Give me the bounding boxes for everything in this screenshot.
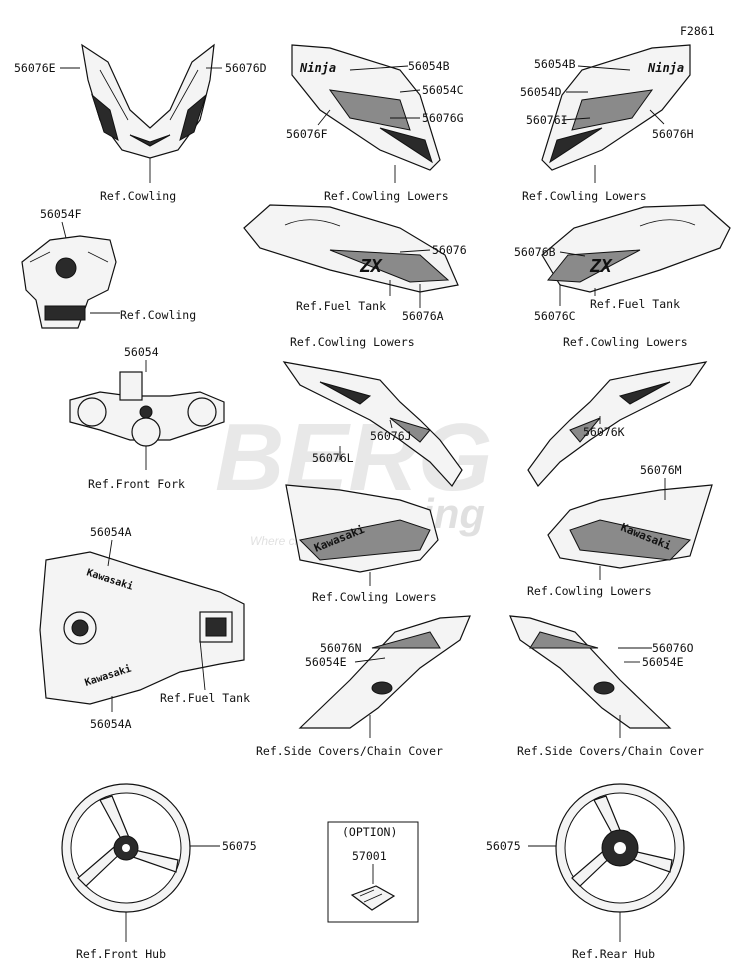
side-cover-right	[509, 615, 672, 729]
fuel-tank-cover-right: ZX	[541, 204, 731, 293]
label-56075-left: 56075	[222, 839, 257, 853]
label-56075-right: 56075	[486, 839, 521, 853]
ref-side-covers-2: Ref.Side Covers/Chain Cover	[517, 744, 704, 758]
rear-wheel	[555, 783, 685, 913]
decal-zx-right: ZX	[589, 256, 613, 277]
inner-cowling	[21, 235, 117, 329]
cowling-lower-left-mid	[282, 361, 463, 487]
label-56054B-left: 56054B	[408, 59, 450, 73]
label-56076L: 56076L	[312, 451, 354, 465]
label-56054E-right: 56054E	[642, 655, 684, 669]
fuel-tank: Kawasaki Kawasaki	[39, 551, 245, 705]
front-wheel	[61, 783, 191, 913]
label-56076E: 56076E	[14, 61, 56, 75]
cowling-lower-right-top: Ninja	[541, 44, 691, 171]
ref-side-covers-1: Ref.Side Covers/Chain Cover	[256, 744, 443, 758]
ref-fuel-tank-1: Ref.Fuel Tank	[296, 299, 386, 313]
label-56076I: 56076I	[526, 113, 568, 127]
belly-pan-right: Kawasaki	[547, 484, 713, 569]
decal-ninja-left: Ninja	[299, 61, 336, 75]
label-56054D: 56054D	[520, 85, 562, 99]
ref-fuel-tank-3: Ref.Fuel Tank	[160, 691, 250, 705]
fuel-tank-cover-left: ZX	[243, 204, 459, 293]
label-56076D: 56076D	[225, 61, 267, 75]
decal-ninja-right: Ninja	[647, 61, 684, 75]
ref-rear-hub: Ref.Rear Hub	[572, 947, 655, 961]
label-56054A-bottom: 56054A	[90, 717, 132, 731]
ref-fuel-tank-2: Ref.Fuel Tank	[590, 297, 680, 311]
label-56076G: 56076G	[422, 111, 464, 125]
ref-front-fork: Ref.Front Fork	[88, 477, 185, 491]
label-56076O: 56076O	[652, 641, 694, 655]
ref-cowling-lowers-4: Ref.Cowling Lowers	[563, 335, 688, 349]
label-56076J: 56076J	[370, 429, 412, 443]
ref-cowling-upper: Ref.Cowling	[100, 189, 176, 203]
label-56076A: 56076A	[402, 309, 444, 323]
side-cover-left	[298, 615, 471, 729]
upper-cowling	[81, 43, 215, 159]
option-box: (OPTION) 57001	[327, 821, 419, 923]
label-56054B-right: 56054B	[534, 57, 576, 71]
label-56076C: 56076C	[534, 309, 576, 323]
ref-front-hub: Ref.Front Hub	[76, 947, 166, 961]
cowling-lower-left-top: Ninja	[291, 44, 441, 171]
label-56054E-left: 56054E	[305, 655, 347, 669]
label-56076K: 56076K	[583, 425, 625, 439]
label-56054: 56054	[124, 345, 159, 359]
label-56076M: 56076M	[640, 463, 682, 477]
label-56054C: 56054C	[422, 83, 464, 97]
label-56054F: 56054F	[40, 207, 82, 221]
ref-cowling-lowers-5: Ref.Cowling Lowers	[312, 590, 437, 604]
figure-code: F2861	[680, 24, 715, 38]
option-label: (OPTION)	[342, 825, 397, 839]
decal-zx-left: ZX	[359, 256, 383, 277]
ref-cowling-lowers-6: Ref.Cowling Lowers	[527, 584, 652, 598]
ref-cowling-inner: Ref.Cowling	[120, 308, 196, 322]
label-56076H: 56076H	[652, 127, 694, 141]
label-56076: 56076	[432, 243, 467, 257]
cowling-lower-right-mid	[527, 361, 708, 487]
ref-cowling-lowers-3: Ref.Cowling Lowers	[290, 335, 415, 349]
ref-cowling-lowers-1: Ref.Cowling Lowers	[324, 189, 449, 203]
label-56076B: 56076B	[514, 245, 556, 259]
label-56076F: 56076F	[286, 127, 328, 141]
label-56054A-top: 56054A	[90, 525, 132, 539]
belly-pan-left: Kawasaki	[285, 484, 439, 573]
label-56076N: 56076N	[320, 641, 362, 655]
label-57001: 57001	[352, 849, 387, 863]
top-bridge	[69, 371, 225, 447]
ref-cowling-lowers-2: Ref.Cowling Lowers	[522, 189, 647, 203]
